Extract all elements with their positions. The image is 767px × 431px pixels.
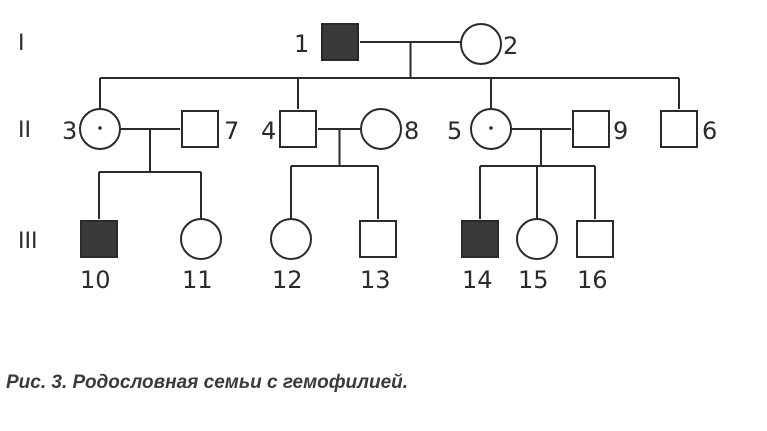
male-symbol-9 [572,110,610,148]
female-symbol-2 [460,23,502,65]
individual-number-3: 3 [62,117,77,145]
carrier-dot-5 [489,126,493,130]
individual-16: 16 [576,220,614,294]
individual-7: 7 [181,110,239,148]
individual-number-7: 7 [224,117,239,145]
male-symbol-13 [359,220,397,258]
individual-9: 9 [572,110,628,148]
individual-12: 12 [270,218,312,294]
carrier-dot-3 [98,126,102,130]
individual-number-4: 4 [261,117,276,145]
figure-caption: Рис. 3. Родословная семьи с гемофилией. [6,372,409,393]
female-symbol-11 [180,218,222,260]
male-symbol-7 [181,110,219,148]
individual-number-12: 12 [272,266,303,294]
generation-label-II: II [18,118,31,143]
individual-number-13: 13 [360,266,391,294]
individual-14: 14 [461,220,499,294]
individual-number-11: 11 [182,266,213,294]
individual-number-8: 8 [404,117,419,145]
generation-label-III: III [18,229,37,254]
male-symbol-1 [321,23,359,61]
female-symbol-8 [360,108,402,150]
individual-11: 11 [180,218,222,294]
individual-number-2: 2 [503,32,518,60]
individual-number-9: 9 [613,117,628,145]
individual-13: 13 [359,220,397,294]
individual-number-6: 6 [702,117,717,145]
individual-5: 5 [447,108,512,150]
individual-number-1: 1 [294,30,309,58]
individual-1: 1 [294,23,359,61]
individual-6: 6 [660,110,717,148]
male-symbol-16 [576,220,614,258]
individual-3: 3 [62,108,121,150]
male-symbol-6 [660,110,698,148]
individual-number-15: 15 [518,266,549,294]
male-symbol-4 [279,110,317,148]
female-symbol-15 [516,218,558,260]
individual-number-5: 5 [447,117,462,145]
individual-number-16: 16 [577,266,608,294]
individual-number-10: 10 [80,266,111,294]
pedigree-lines [98,41,680,219]
generation-label-I: I [18,31,25,56]
individual-15: 15 [516,218,558,294]
male-symbol-10 [80,220,118,258]
individual-8: 8 [360,108,419,150]
male-symbol-14 [461,220,499,258]
individual-2: 2 [460,23,518,65]
individual-4: 4 [261,110,317,148]
individual-number-14: 14 [462,266,493,294]
female-symbol-12 [270,218,312,260]
individual-10: 10 [80,220,118,294]
